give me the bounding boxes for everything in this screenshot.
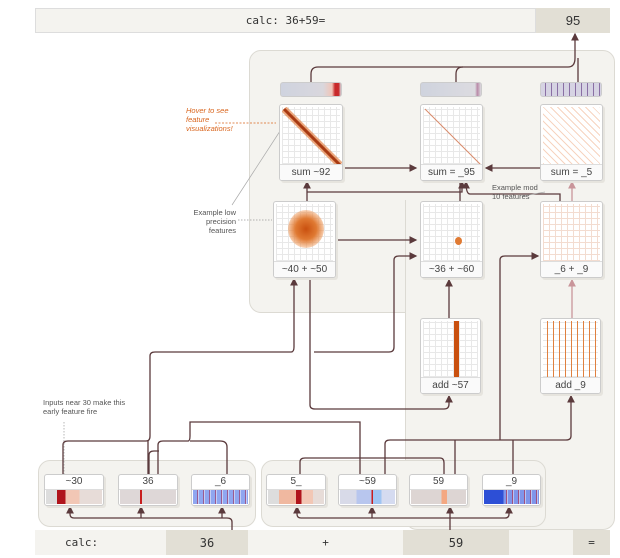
output-logit-bar[interactable] (280, 82, 342, 97)
feature-label: _6 + _9 (541, 261, 602, 277)
edge (62, 277, 298, 474)
feature-approx-30[interactable]: ~30 (44, 474, 104, 506)
edge (157, 421, 361, 474)
annotation-inputs-near-30: Inputs near 30 make this early feature f… (43, 398, 126, 416)
answer-token[interactable]: 95 (536, 8, 610, 33)
feature-36-plus-60[interactable]: ~36 + ~60 (420, 201, 483, 278)
edge (499, 252, 540, 440)
feature-add-9[interactable]: add _9 (540, 318, 601, 394)
feature-label: sum ~92 (280, 164, 342, 180)
blob-visualization (288, 210, 324, 248)
token-59[interactable]: 59 (403, 530, 509, 555)
feature-ones-9[interactable]: _9 (482, 474, 541, 506)
token-blank (509, 530, 573, 555)
feature-label: 5_ (267, 475, 325, 490)
feature-label: ~30 (45, 475, 103, 490)
annotation-leader (522, 191, 546, 197)
prompt-text: calc: 36+59= (35, 8, 536, 33)
feature-tens-5[interactable]: 5_ (266, 474, 326, 506)
feature-label: sum = _95 (421, 164, 482, 180)
output-logit-bar[interactable] (420, 82, 482, 97)
sum-92-visualization (282, 107, 342, 166)
edge (309, 279, 453, 410)
feature-label: _9 (483, 475, 540, 490)
annotation-leader (231, 127, 283, 206)
annotation-low-precision: Example low precision features (193, 208, 236, 235)
annotation-mod10: Example mod 10 features (492, 183, 538, 201)
feature-40-plus-50[interactable]: ~40 + ~50 (273, 201, 336, 278)
edge (314, 252, 418, 353)
feature-label: add ~57 (421, 377, 480, 393)
edge (462, 180, 561, 201)
feature-sum-5[interactable]: sum = _5 (540, 104, 603, 181)
feature-sum-92[interactable]: sum ~92 (279, 104, 343, 181)
edge (450, 505, 513, 519)
annotation-hover: Hover to see feature visualizations! (186, 106, 233, 133)
feature-add-57[interactable]: add ~57 (420, 318, 481, 394)
feature-approx-59[interactable]: ~59 (338, 474, 397, 506)
feature-label: ~40 + ~50 (274, 261, 335, 277)
edge (307, 180, 466, 193)
token-equals[interactable]: = (573, 530, 610, 555)
edge (310, 32, 579, 82)
edge (148, 450, 159, 474)
token-calc[interactable]: calc: (35, 530, 166, 555)
feature-label: add _9 (541, 377, 600, 393)
feature-label: _6 (192, 475, 249, 490)
feature-label: sum = _5 (541, 164, 602, 180)
feature-label: ~59 (339, 475, 396, 490)
feature-sum-95[interactable]: sum = _95 (420, 104, 483, 181)
output-logit-bar[interactable] (540, 82, 602, 97)
token-36[interactable]: 36 (166, 530, 248, 555)
feature-6-plus-9[interactable]: _6 + _9 (540, 201, 603, 278)
feature-label: ~36 + ~60 (421, 261, 482, 277)
edge (190, 440, 228, 474)
edge (66, 505, 233, 530)
edge (455, 66, 464, 82)
feature-36[interactable]: 36 (118, 474, 178, 506)
edge (293, 505, 451, 530)
edge (299, 457, 445, 474)
feature-ones-6[interactable]: _6 (191, 474, 250, 506)
feature-label: 59 (410, 475, 467, 490)
dot-visualization (455, 237, 462, 245)
feature-59[interactable]: 59 (409, 474, 468, 506)
band-visualization (454, 321, 459, 377)
edge (384, 394, 575, 474)
feature-label: 36 (119, 475, 177, 490)
sum-95-visualization (424, 108, 482, 166)
token-plus[interactable]: + (248, 530, 403, 555)
